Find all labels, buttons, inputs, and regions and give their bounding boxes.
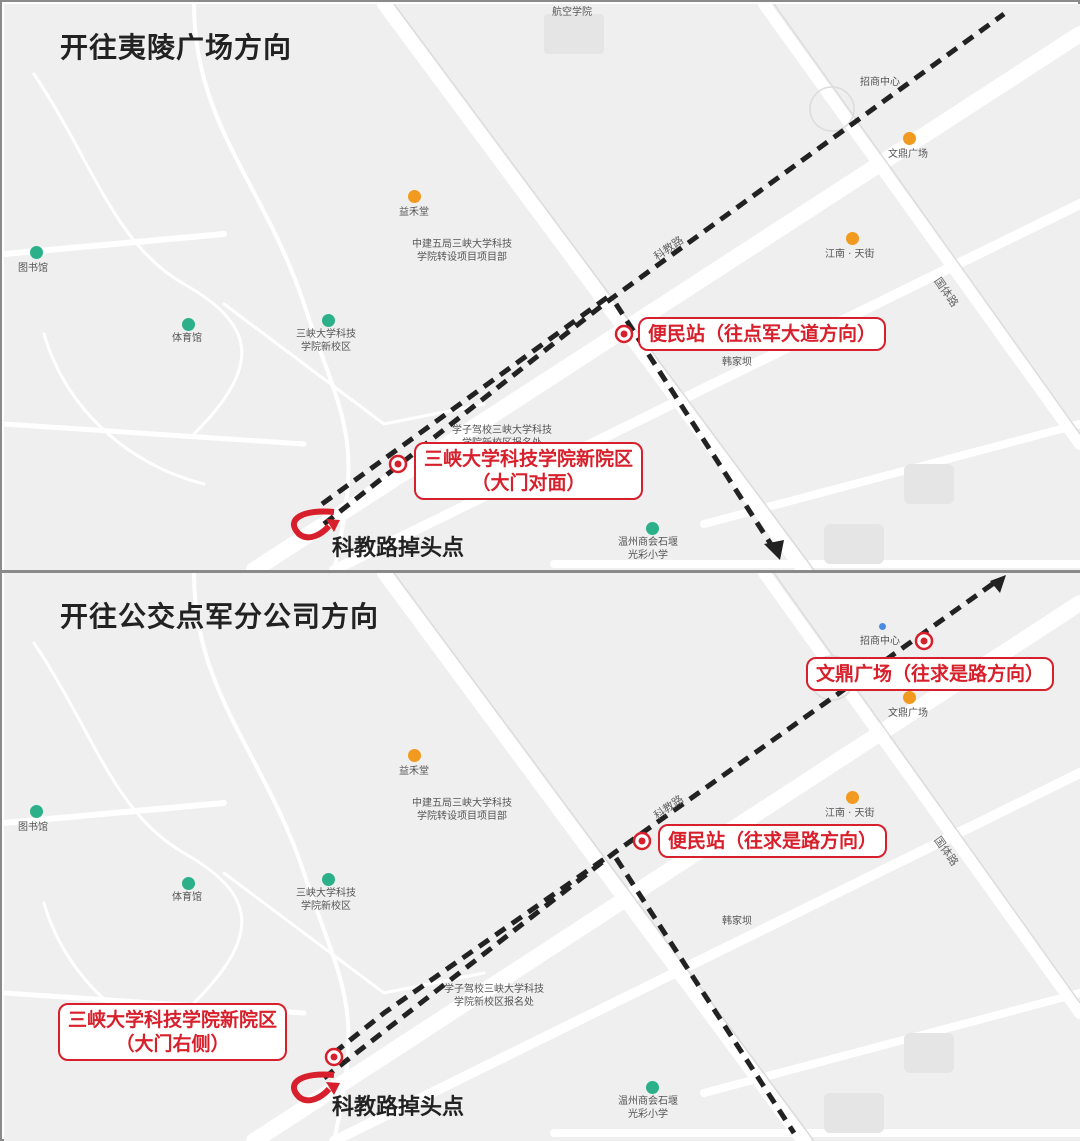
stop-callout-bianmin: 便民站（往点军大道方向） — [638, 317, 887, 351]
poi-xuezi: 学子驾校三峡大学科技学院新校区报名处 — [444, 984, 544, 1008]
mall-icon — [846, 232, 859, 245]
poi-gym: 体育馆 — [172, 333, 202, 344]
poi-campus: 三峡大学科技学院新校区 — [296, 329, 356, 353]
panel-divider — [2, 570, 1080, 573]
shop-icon — [408, 749, 421, 762]
uturn-label: 科教路掉头点 — [332, 1095, 465, 1120]
location-dot-icon — [879, 623, 886, 630]
poi-jiangnan: 江南 · 天街 — [825, 249, 875, 260]
poi-wenzhou: 温州商会石堰光彩小学 — [618, 1096, 678, 1120]
library-icon — [30, 246, 43, 259]
gym-icon — [182, 318, 195, 331]
school-icon — [646, 522, 659, 535]
poi-zhongjian: 中建五局三峡大学科技学院转设项目项目部 — [412, 798, 512, 822]
route-line-parallel — [332, 852, 612, 1055]
school-icon — [646, 1081, 659, 1094]
stop-marker-icon — [388, 454, 408, 474]
stop-callout-bianmin: 便民站（往求是路方向） — [658, 824, 888, 858]
campus-icon — [322, 873, 335, 886]
route-panel-westbound: 航空学院 招商中心 文鼎广场 益禾堂 中建五局三峡大学科技学院转设项目项目部 江… — [4, 4, 1080, 570]
uturn-curve — [290, 508, 335, 541]
poi-zhongjian: 中建五局三峡大学科技学院转设项目项目部 — [412, 239, 512, 263]
poi-library: 图书馆 — [18, 822, 48, 833]
stop-callout-campus: 三峡大学科技学院新院区 （大门右侧） — [58, 1003, 288, 1061]
panel-title: 开往夷陵广场方向 — [60, 31, 293, 64]
route-line-main — [322, 11, 1006, 526]
route-line-main — [322, 580, 996, 1080]
poi-campus: 三峡大学科技学院新校区 — [296, 888, 356, 912]
panel-title: 开往公交点军分公司方向 — [60, 600, 380, 633]
poi-hanjiaba: 韩家坝 — [722, 916, 752, 927]
poi-wending: 文鼎广场 — [888, 149, 928, 160]
poi-zhaoshang: 招商中心 — [860, 77, 900, 88]
uturn-label: 科教路掉头点 — [332, 536, 465, 561]
poi-hangkong: 航空学院 — [552, 7, 592, 18]
stop-marker-icon — [324, 1047, 344, 1067]
stop-marker-icon — [614, 324, 634, 344]
campus-icon — [322, 314, 335, 327]
poi-wenzhou: 温州商会石堰光彩小学 — [618, 537, 678, 561]
poi-hanjiaba: 韩家坝 — [722, 357, 752, 368]
route-panel-eastbound: 招商中心 文鼎广场 益禾堂 中建五局三峡大学科技学院转设项目项目部 江南 · 天… — [4, 573, 1080, 1141]
poi-jiangnan: 江南 · 天街 — [825, 808, 875, 819]
stop-callout-wending: 文鼎广场（往求是路方向） — [806, 657, 1055, 691]
poi-gym: 体育馆 — [172, 892, 202, 903]
mall-icon — [903, 691, 916, 704]
gym-icon — [182, 877, 195, 890]
shop-icon — [408, 190, 421, 203]
map-background — [4, 4, 1080, 570]
stop-callout-campus: 三峡大学科技学院新院区 （大门对面） — [414, 442, 644, 500]
uturn-curve — [290, 1071, 335, 1104]
mall-icon — [846, 791, 859, 804]
poi-wending: 文鼎广场 — [888, 708, 928, 719]
library-icon — [30, 805, 43, 818]
route-arrow-ne — [990, 575, 1006, 593]
poi-yihe: 益禾堂 — [399, 207, 429, 218]
stop-marker-icon — [632, 831, 652, 851]
stop-marker-icon — [914, 631, 934, 651]
uturn-arrow — [326, 1082, 340, 1095]
poi-zhaoshang: 招商中心 — [860, 636, 900, 647]
mall-icon — [903, 132, 916, 145]
route-line-south — [613, 856, 797, 1135]
route-arrow-south — [764, 540, 784, 560]
poi-library: 图书馆 — [18, 263, 48, 274]
uturn-arrow — [326, 519, 340, 532]
poi-yihe: 益禾堂 — [399, 766, 429, 777]
